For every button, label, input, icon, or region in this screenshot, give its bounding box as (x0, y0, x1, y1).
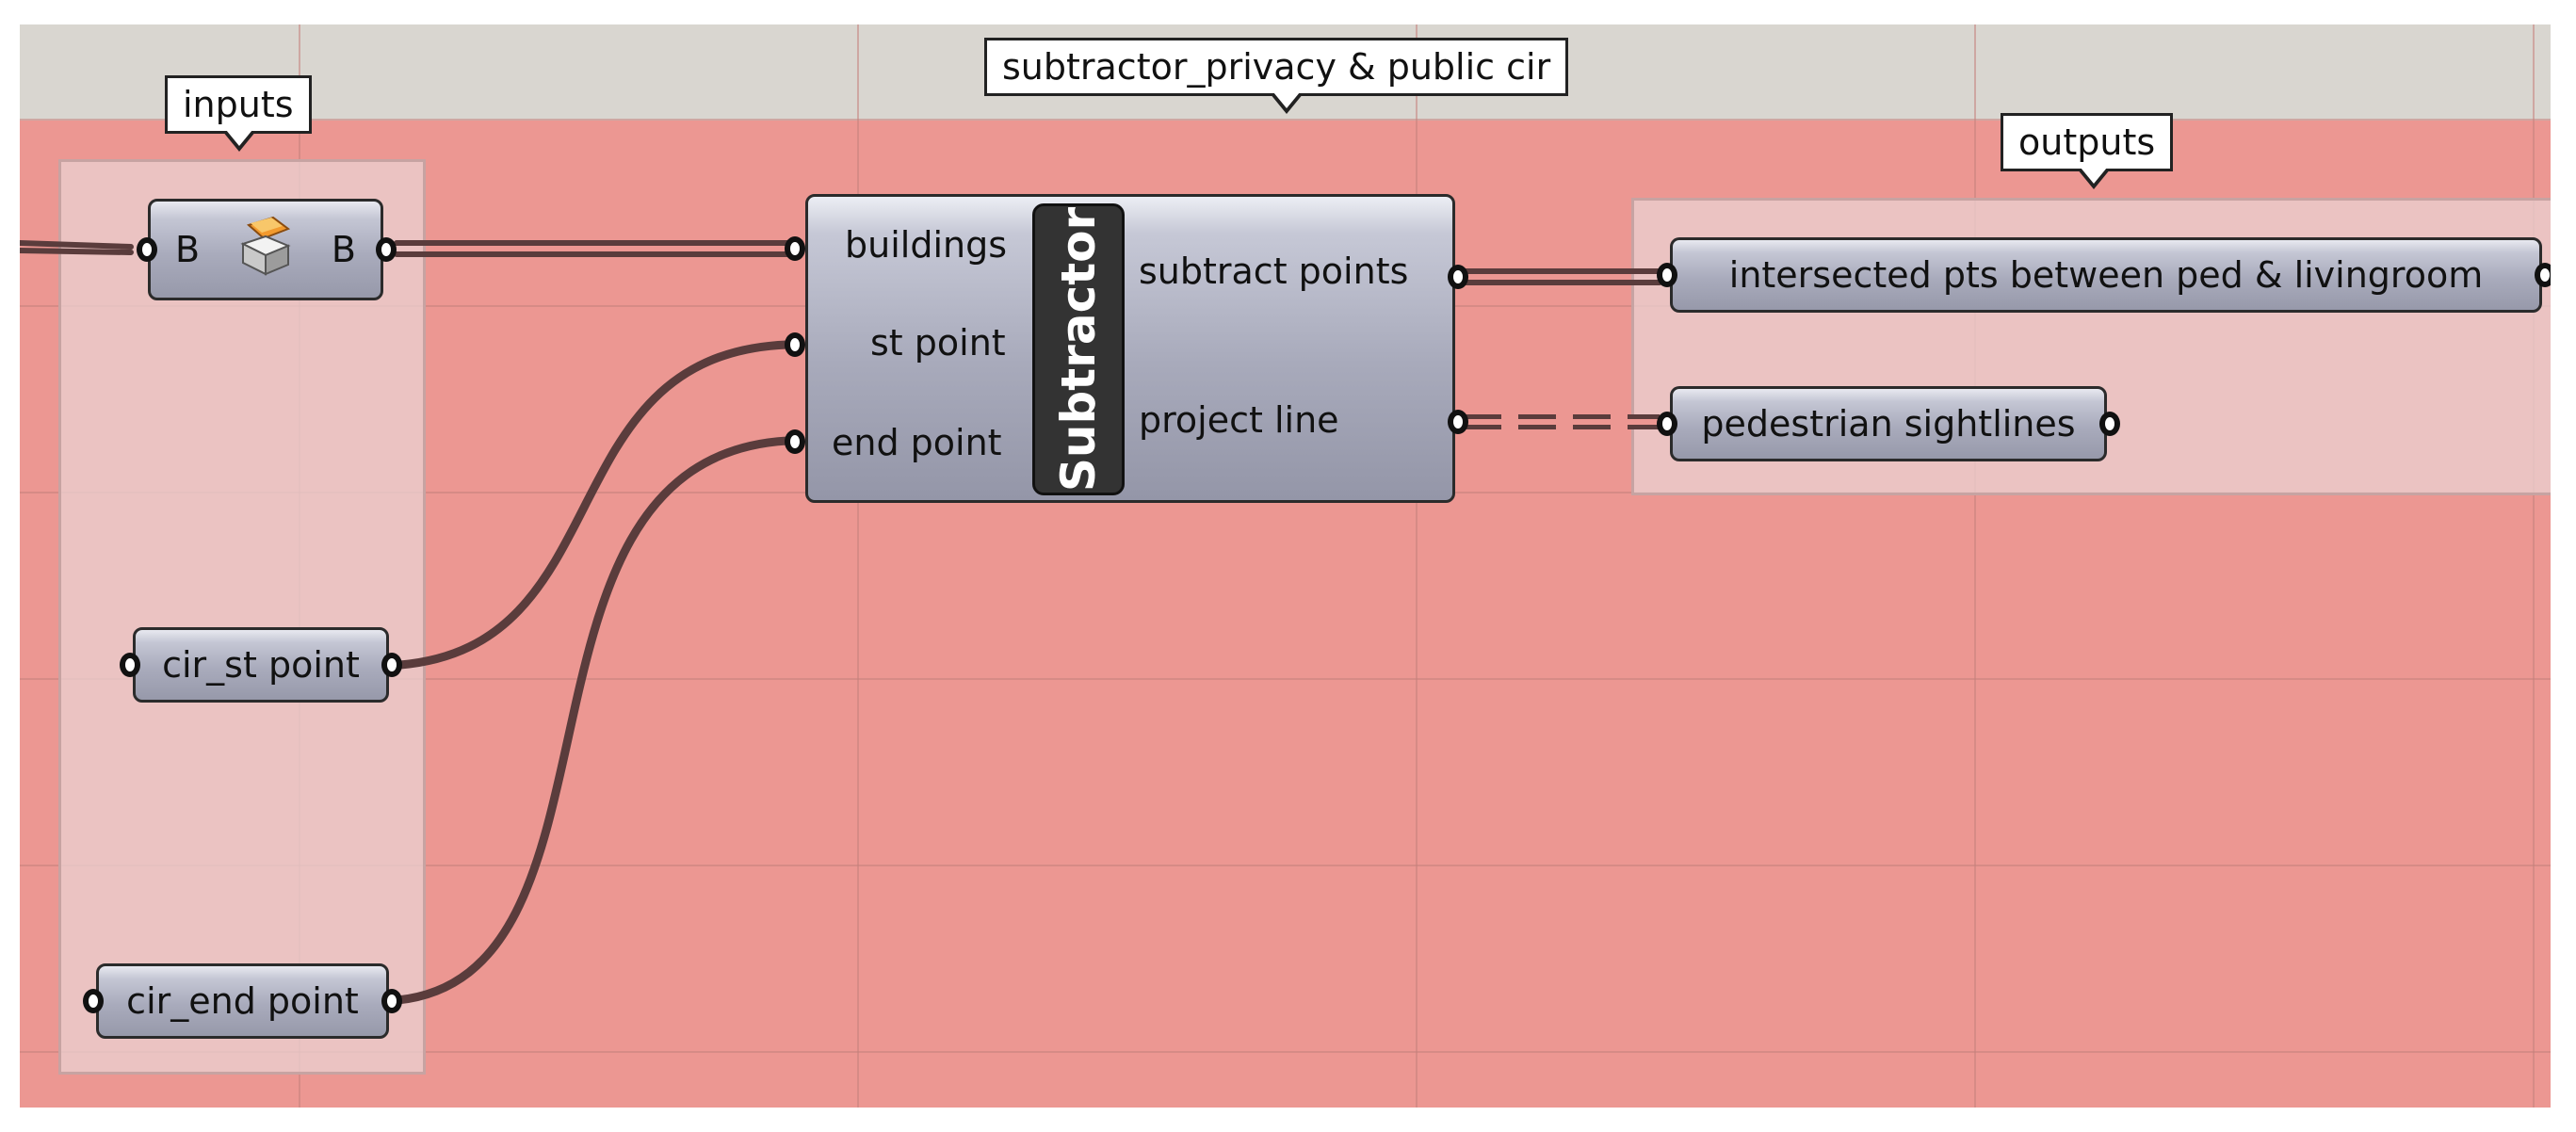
pedestrian-sightlines-input-port[interactable] (1657, 412, 1677, 436)
cir-end-point-output-port[interactable] (381, 989, 402, 1013)
pedestrian-sightlines-label: pedestrian sightlines (1701, 403, 2076, 445)
brep-param-output-label: B (331, 229, 356, 270)
grasshopper-canvas[interactable]: inputs subtractor_privacy & public cir o… (20, 24, 2551, 1108)
subtractor-title-text: Subtractor (1051, 206, 1106, 493)
outputs-group-text: outputs (2018, 121, 2156, 163)
brep-param[interactable]: B B (148, 199, 383, 300)
grid-line (20, 1051, 2551, 1053)
balloon-tail (1273, 92, 1300, 108)
box-param-icon (237, 216, 294, 284)
inputs-group-label: inputs (165, 75, 312, 152)
output-subtract-points-label: subtract points (1139, 251, 1409, 292)
outputs-group-label: outputs (2001, 113, 2174, 189)
brep-output-port[interactable] (376, 237, 397, 262)
grid-line (20, 119, 2551, 121)
brep-input-port[interactable] (137, 237, 157, 262)
wire-cirst-stpoint (396, 340, 792, 670)
component-group-text: subtractor_privacy & public cir (1002, 46, 1551, 88)
cir-st-point-output-port[interactable] (381, 653, 402, 677)
wire-in-brep (20, 240, 134, 250)
brep-param-input-label: B (175, 229, 201, 270)
cir-st-point-param[interactable]: cir_st point (133, 627, 389, 703)
buildings-input-port[interactable] (785, 236, 805, 261)
input-end-point-label: end point (832, 422, 1002, 463)
end-point-input-port[interactable] (785, 429, 805, 454)
cir-st-point-input-port[interactable] (120, 653, 140, 677)
output-project-line-label: project line (1139, 399, 1339, 441)
subtractor-title-bar[interactable]: Subtractor (1032, 203, 1125, 495)
cir-end-point-input-port[interactable] (83, 989, 104, 1013)
wire-in-brep-2 (20, 248, 134, 255)
intersected-pts-output-port[interactable] (2535, 263, 2551, 287)
intersected-pts-input-port[interactable] (1657, 263, 1677, 287)
pedestrian-sightlines-output-port[interactable] (2099, 412, 2120, 436)
wires-layer (20, 240, 1662, 1005)
input-buildings-label: buildings (845, 224, 1008, 266)
subtractor-component[interactable] (805, 194, 1455, 503)
input-st-point-label: st point (870, 322, 1006, 364)
grid-line (2533, 24, 2535, 1108)
inputs-group-text: inputs (183, 84, 294, 125)
cir-end-point-param[interactable]: cir_end point (96, 963, 389, 1039)
balloon-tail (2081, 168, 2107, 184)
grid-line (1974, 24, 1976, 1108)
cir-st-point-label: cir_st point (162, 644, 360, 686)
inputs-group[interactable] (58, 159, 426, 1075)
intersected-pts-label: intersected pts between ped & livingroom (1728, 254, 2484, 296)
wire-cirend-endpoint (393, 436, 792, 1005)
grid-line (20, 678, 2551, 680)
pedestrian-sightlines-param[interactable]: pedestrian sightlines (1670, 386, 2107, 461)
balloon-tail (226, 130, 252, 146)
subtract-points-output-port[interactable] (1448, 265, 1468, 289)
component-group-label: subtractor_privacy & public cir (984, 38, 1569, 114)
grid-line (20, 865, 2551, 866)
grid-line (1416, 24, 1418, 1108)
project-line-output-port[interactable] (1448, 410, 1468, 434)
st-point-input-port[interactable] (785, 332, 805, 357)
grid-line (857, 24, 859, 1108)
cir-end-point-label: cir_end point (126, 980, 359, 1022)
intersected-pts-param[interactable]: intersected pts between ped & livingroom (1670, 237, 2542, 313)
